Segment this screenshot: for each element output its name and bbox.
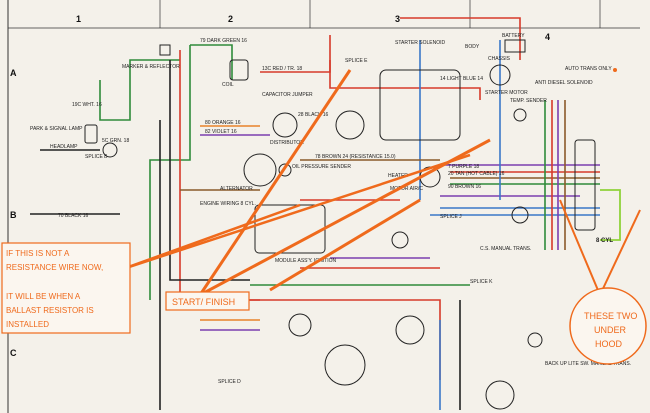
- label-chassis: CHASSIS: [488, 56, 511, 62]
- resistance-line-3: IT WILL BE WHEN A: [6, 292, 81, 301]
- resistance-line-2: RESISTANCE WIRE NOW,: [6, 263, 103, 272]
- park-lamp-shape: [84, 124, 98, 144]
- annotation-dot: [613, 68, 617, 72]
- grid-row-b: B: [10, 210, 17, 220]
- backup-switch-c-shape: [527, 332, 543, 348]
- label-headlamp: HEADLAMP: [50, 144, 78, 150]
- wire-lime-outline: [600, 189, 621, 241]
- label-splice-j: SPLICE J: [440, 214, 462, 220]
- label-orange: 80 ORANGE 16: [205, 120, 241, 126]
- label-capacitor-jumper: CAPACITOR JUMPER: [262, 92, 313, 98]
- starter-c-shape: [395, 315, 425, 345]
- annotation-layer: IF THIS IS NOT A RESISTANCE WIRE NOW, IT…: [1, 68, 647, 365]
- headlamp-shape: [102, 142, 118, 158]
- label-group: MARKER & REFLECTOR COIL CAPACITOR JUMPER…: [30, 33, 631, 385]
- label-oil-pressure: OIL PRESSURE SENDER: [292, 164, 351, 170]
- label-red-tr: 13C RED / TR. 18: [262, 66, 302, 72]
- alternator-c-shape: [324, 344, 366, 386]
- battery-shape: [504, 39, 526, 53]
- cs-switch-shape: [391, 231, 409, 249]
- wire-red-fusible: [400, 17, 521, 60]
- label-temp-sender: TEMP. SENDER: [510, 98, 547, 104]
- resistance-box: [1, 242, 131, 334]
- wire-red-top: [329, 35, 481, 100]
- label-anti-diesel: ANTI DIESEL SOLENOID: [535, 80, 593, 86]
- label-cs-manual: C.S. MANUAL TRANS.: [480, 246, 531, 252]
- label-module: MODULE ASS'Y. IGNITION: [275, 258, 337, 264]
- wire-green-left: [99, 59, 180, 121]
- starter-motor-c-shape: [485, 380, 515, 410]
- label-light-blue: 14 LIGHT BLUE 14: [440, 76, 483, 82]
- label-park-signal: PARK & SIGNAL LAMP: [30, 126, 83, 132]
- starter-motor-shape: [489, 64, 511, 86]
- connector-8cyl-shape: [574, 139, 596, 231]
- label-starter-solenoid: STARTER SOLENOID: [395, 40, 445, 46]
- label-violet: 82 VIOLET 16: [205, 129, 237, 135]
- label-splice-d: SPLICE D: [218, 379, 241, 385]
- label-starter-motor: STARTER MOTOR: [485, 90, 528, 96]
- label-grn: 5C GRN. 18: [102, 138, 129, 144]
- label-brown: 78 BROWN 24 (RESISTANCE 15.0): [315, 154, 396, 160]
- label-purple: 7 PURPLE 18: [448, 164, 479, 170]
- label-black-70: 70 BLACK 16: [58, 213, 89, 219]
- grid-col-1: 1: [76, 14, 81, 24]
- label-marker-reflector: MARKER & REFLECTOR: [122, 64, 180, 70]
- oil-pressure-shape: [278, 163, 292, 177]
- arrow-start-2: [199, 138, 491, 297]
- label-motor-air: MOTOR AIR/C: [390, 186, 423, 192]
- label-white: 19C WHT. 16: [72, 102, 102, 108]
- resistance-line-1: IF THIS IS NOT A: [6, 249, 70, 258]
- backup-switch-shape: [511, 206, 529, 224]
- start-finish-text: START/ FINISH: [172, 297, 235, 307]
- arrow-resistance-2: [119, 153, 471, 272]
- label-brown2: 90 BROWN 16: [448, 184, 481, 190]
- resistance-line-5: INSTALLED: [6, 320, 49, 329]
- label-dark-green: 79 DARK GREEN 16: [200, 38, 247, 44]
- label-coil: COIL: [222, 82, 234, 88]
- arrow-start: [198, 69, 352, 296]
- label-splice-e: SPLICE E: [345, 58, 368, 64]
- coil-shape: [229, 59, 249, 81]
- label-8cyl: 8 CYL: [596, 238, 613, 244]
- grid-row-c: C: [10, 348, 17, 358]
- plug-block-shape: [379, 69, 461, 141]
- arrow-hood-2: [599, 209, 641, 296]
- wire-black-vertical: [169, 60, 250, 281]
- arrow-hood: [559, 199, 601, 296]
- distributor-cap-shape: [335, 110, 365, 140]
- distributor-shape: [272, 112, 298, 138]
- hood-circle: [569, 287, 647, 365]
- label-splice-k: SPLICE K: [470, 279, 493, 285]
- grid-row-a: A: [10, 68, 17, 78]
- label-black: 28 BLACK 16: [298, 112, 329, 118]
- label-body: BODY: [465, 44, 480, 50]
- label-backup: BACK UP LITE SW. MANUAL TRANS.: [545, 361, 631, 367]
- hood-line-1: THESE TWO: [584, 311, 637, 321]
- label-auto-trans: AUTO TRANS ONLY: [565, 66, 612, 72]
- label-battery: BATTERY: [502, 33, 525, 39]
- label-distributor: DISTRIBUTOR: [270, 140, 304, 146]
- temp-sender-shape: [513, 108, 527, 122]
- wire-dark-green: [190, 44, 233, 80]
- start-finish-box: [165, 291, 250, 311]
- grid-col-3: 3: [395, 14, 400, 24]
- hood-line-3: HOOD: [595, 339, 623, 349]
- grid-col-4: 4: [545, 32, 550, 42]
- marker-shape: [159, 44, 171, 56]
- label-splice-b: SPLICE B: [85, 154, 108, 160]
- distributor-c-shape: [288, 313, 312, 337]
- arrow-start-3: [269, 198, 421, 292]
- alternator-shape: [243, 153, 277, 187]
- label-alternator: ALTERNATOR: [220, 186, 253, 192]
- grid-col-2: 2: [228, 14, 233, 24]
- label-heater: HEATER: [388, 173, 408, 179]
- label-engine-wiring: ENGINE WIRING 8 CYL.: [200, 201, 256, 207]
- resistance-line-4: BALLAST RESISTOR IS: [6, 306, 94, 315]
- hood-line-2: UNDER: [594, 325, 627, 335]
- label-tan: 20 TAN (HOT CABLE) 16: [448, 171, 505, 177]
